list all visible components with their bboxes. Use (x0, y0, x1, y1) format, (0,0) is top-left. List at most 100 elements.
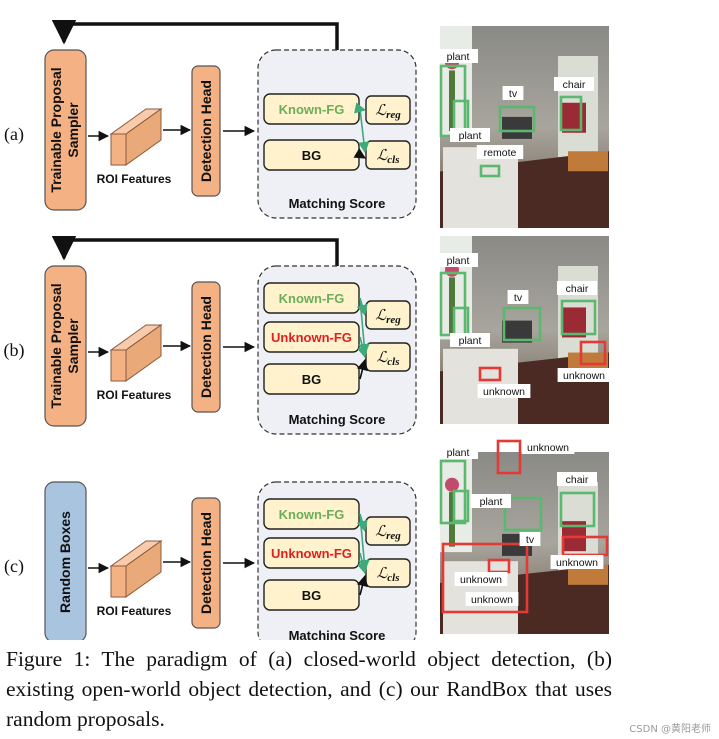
detection-label-bg (554, 77, 594, 91)
tv-set (502, 320, 532, 343)
known-detection-box (502, 306, 542, 342)
known-fg-box (263, 498, 360, 530)
arrow-known-to-cls (358, 297, 370, 356)
known-fg-box (263, 282, 360, 314)
matching-score-label: Matching Score (289, 412, 386, 427)
loss-reg-label: ℒreg (375, 524, 401, 542)
detection-label-bg (521, 440, 575, 454)
known-detection-box (560, 299, 597, 336)
loss-symbol: ℒ (376, 566, 388, 582)
detection-label-bg (477, 384, 531, 398)
known-detection-box (498, 105, 536, 133)
detection-label-bg (519, 532, 541, 546)
arrow-known-to-reg (354, 102, 367, 114)
detection-label-chair: chair (563, 79, 586, 91)
detection-label-unknown: unknown (483, 386, 525, 398)
detection-head-label: Detection Head (198, 512, 214, 614)
arrow-known-to-cls (358, 513, 370, 572)
known-detection-box (479, 164, 501, 178)
bg-label: BG (302, 372, 322, 387)
detection-head-text: Detection Head (198, 296, 214, 398)
detection-head-text: Detection Head (198, 80, 214, 182)
known-detection-box (559, 491, 596, 528)
loss-cls-box (365, 140, 411, 170)
loss-reg-label: ℒreg (375, 103, 401, 121)
detection-label-bg (502, 86, 524, 100)
arrow-bg-to-cls (357, 574, 368, 596)
unknown-fg-label: Unknown-FG (271, 546, 352, 561)
arrow-bg-to-cls (353, 148, 366, 159)
sampler-text: Random Boxes (57, 511, 73, 613)
unknown-fg-label: Unknown-FG (271, 330, 352, 345)
detection-head-label: Detection Head (198, 80, 214, 182)
detection-label-tv: tv (509, 88, 518, 100)
detection-label-bg (557, 368, 611, 382)
loss-reg-subscript: reg (386, 109, 401, 121)
loss-symbol: ℒ (376, 148, 388, 164)
detection-label-unknown: unknown (556, 557, 598, 569)
arrow-bg-to-cls (357, 358, 368, 380)
loss-symbol: ℒ (376, 350, 388, 366)
loss-reg-subscript: reg (386, 530, 401, 542)
loss-symbol: ℒ (375, 524, 387, 540)
window-curtain (440, 452, 472, 553)
sampler-text-line2: Sampler (65, 102, 81, 158)
detection-label-bg (450, 128, 490, 142)
couch (443, 147, 518, 228)
detection-label-unknown: unknown (471, 594, 513, 606)
unknown-fg-box (263, 537, 360, 569)
scene-photo: plant plant tv chair remote (438, 26, 609, 228)
roi-cube-front (110, 349, 127, 382)
plant-stem (449, 492, 455, 547)
feedback-arrow (51, 235, 339, 266)
bg-label: BG (302, 588, 322, 603)
matching-score-label: Matching Score (289, 628, 386, 640)
matching-panel (257, 49, 417, 219)
detection-label-plant: plant (447, 447, 470, 459)
window-curtain (440, 26, 472, 138)
sampler-text-line2: Sampler (65, 318, 81, 374)
loss-cls-subscript: cls (387, 154, 399, 166)
detection-head-block (191, 65, 221, 197)
detection-label-bg (438, 253, 478, 267)
plant-stem (449, 277, 455, 334)
roi-features-label: ROI Features (97, 604, 172, 618)
detection-label-unknown: unknown (460, 574, 502, 586)
detection-head-block (191, 497, 221, 629)
bg-box (263, 579, 360, 611)
detection-label-bg (450, 333, 490, 347)
unknown-detection-box (496, 439, 522, 475)
detection-label-bg (438, 445, 478, 459)
arrow-unknown-to-cls (357, 336, 368, 359)
loss-reg-label: ℒreg (375, 308, 401, 326)
detection-label-remote: remote (484, 147, 517, 159)
detection-label-unknown: unknown (527, 442, 569, 454)
sampler-label: Random Boxes (57, 511, 73, 613)
detection-label-plant: plant (447, 255, 470, 267)
loss-cls-label: ℒcls (376, 148, 399, 166)
known-detection-box (559, 95, 583, 132)
detection-label-bg (557, 281, 597, 295)
detection-label-plant: plant (459, 335, 482, 347)
unknown-fg-box (263, 321, 360, 353)
sampler-text-line1: Trainable Proposal (48, 67, 64, 192)
detection-label-plant: plant (459, 130, 482, 142)
arrow-known-to-cls (358, 108, 370, 154)
detection-label-chair: chair (566, 283, 589, 295)
detection-label-bg (550, 555, 604, 569)
unknown-detection-box (579, 340, 607, 366)
watermark: CSDN @黄阳老师 (629, 724, 711, 735)
detection-label-plant: plant (447, 51, 470, 63)
loss-symbol: ℒ (375, 308, 387, 324)
known-fg-label: Known-FG (279, 291, 345, 306)
loss-symbol: ℒ (375, 103, 387, 119)
detection-label-bg (471, 494, 511, 508)
detection-label-unknown: unknown (563, 370, 605, 382)
matching-score-label: Matching Score (289, 196, 386, 211)
